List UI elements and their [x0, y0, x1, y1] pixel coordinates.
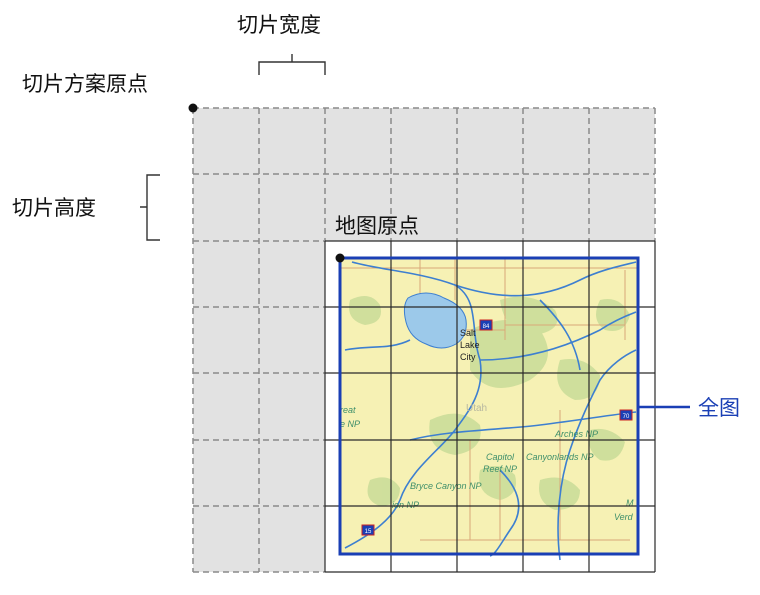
interstate-shield-70: 70: [619, 409, 633, 421]
tiling-origin-label: 切片方案原点: [22, 72, 148, 96]
map-place-labels: Salt Lake City Utah reat e NP Arches NP …: [340, 328, 634, 522]
tile-height-bracket: [140, 174, 160, 241]
map-label-salt: Salt: [460, 328, 476, 338]
map-label-reef: Reef NP: [483, 464, 517, 474]
svg-text:15: 15: [365, 529, 372, 535]
full-extent-label: 全图: [698, 396, 740, 420]
tile-height-label: 切片高度: [12, 196, 96, 220]
map-origin-label: 地图原点: [335, 214, 419, 238]
tile-grid-dashed-lines: [192, 107, 656, 573]
map-label-bryce: Bryce Canyon NP: [410, 481, 482, 491]
map-label-canyonlands: Canyonlands NP: [526, 452, 594, 462]
map-label-lake: Lake: [460, 340, 480, 350]
map-label-zion: ion NP: [392, 500, 419, 510]
svg-text:84: 84: [483, 324, 490, 330]
map-label-great-basin-a: reat: [340, 405, 356, 415]
svg-text:70: 70: [623, 414, 630, 420]
map-label-mesa-a: M: [626, 498, 634, 508]
map-label-utah: Utah: [466, 403, 487, 414]
map-label-capitol: Capitol: [486, 452, 515, 462]
map-rivers: [344, 261, 637, 561]
map-label-arches: Arches NP: [554, 429, 598, 439]
map-origin-point: [335, 253, 345, 263]
map-image: [340, 258, 638, 554]
tile-width-label: 切片宽度: [237, 13, 321, 37]
tiling-origin-point: [188, 103, 198, 113]
interstate-shield-15: 15: [361, 524, 375, 536]
tile-width-bracket: [258, 54, 326, 75]
map-label-great-basin-b: e NP: [340, 419, 360, 429]
map-label-mesa-b: Verd: [614, 512, 634, 522]
interstate-shield-84: 84: [479, 319, 493, 331]
map-label-city: City: [460, 352, 476, 362]
